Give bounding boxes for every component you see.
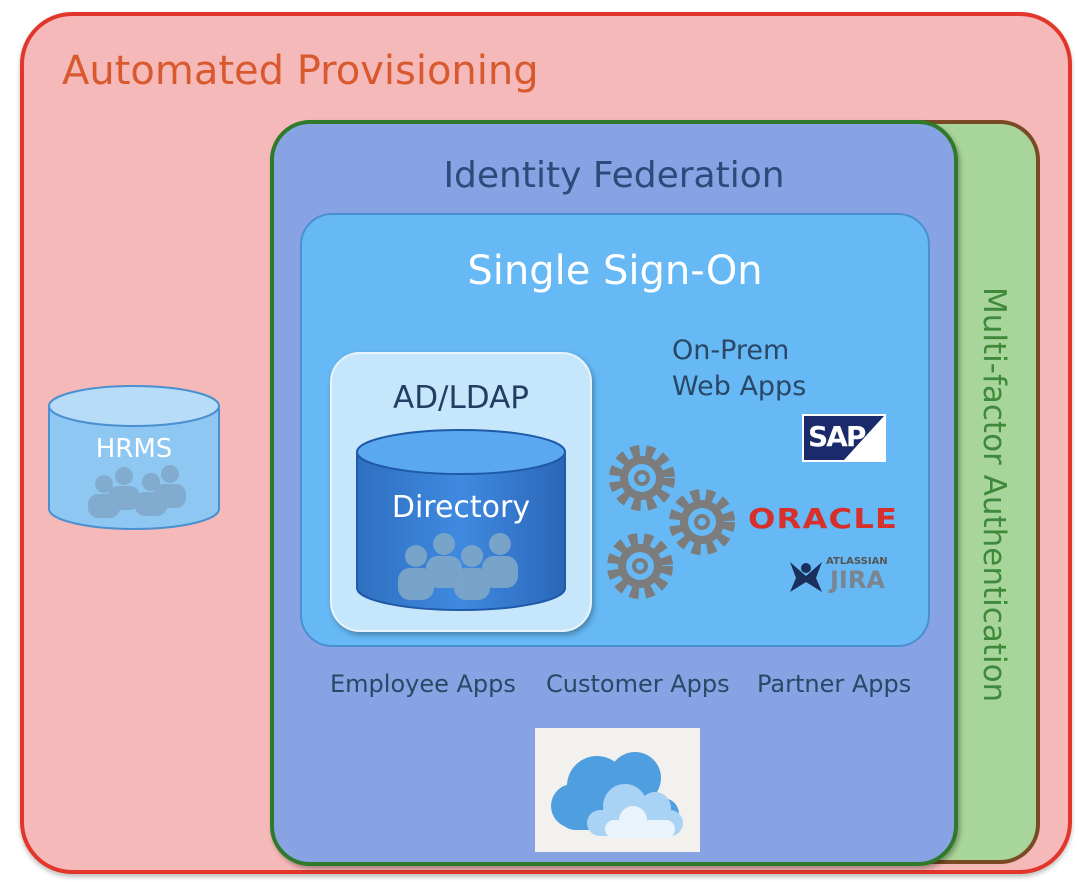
cloud-image	[535, 728, 700, 852]
sap-logo: SAP	[802, 414, 886, 462]
directory-label: Directory	[391, 490, 531, 525]
mfa-title: Multi-factor Authentication	[976, 287, 1012, 703]
sso-title: Single Sign-On	[467, 248, 763, 294]
ad-ldap-title: AD/LDAP	[392, 380, 530, 416]
directory-cylinder: Directory	[354, 428, 568, 618]
oracle-logo: ORACLE	[748, 502, 899, 535]
jira-figure-icon	[790, 562, 822, 592]
partner-apps-label: Partner Apps	[757, 670, 912, 698]
gears-icon	[604, 440, 744, 605]
automated-provisioning-title: Automated Provisioning	[62, 48, 539, 94]
onprem-line1: On-Prem	[672, 335, 790, 366]
employee-apps-label: Employee Apps	[330, 670, 516, 698]
hrms-label: HRMS	[95, 434, 173, 464]
cloud-icon	[551, 752, 683, 838]
jira-atlassian-text: ATLASSIAN	[826, 556, 888, 567]
onprem-web-apps-label: On-Prem Web Apps	[672, 333, 806, 405]
jira-logo: ATLASSIAN JIRA	[786, 556, 888, 600]
sap-text: SAP	[808, 420, 866, 453]
customer-apps-label: Customer Apps	[546, 670, 730, 698]
identity-federation-title: Identity Federation	[443, 155, 785, 196]
database-icon	[356, 429, 566, 611]
hrms-cylinder: HRMS	[46, 384, 222, 538]
onprem-line2: Web Apps	[672, 371, 807, 402]
jira-text: JIRA	[830, 566, 885, 594]
database-icon	[48, 385, 220, 530]
